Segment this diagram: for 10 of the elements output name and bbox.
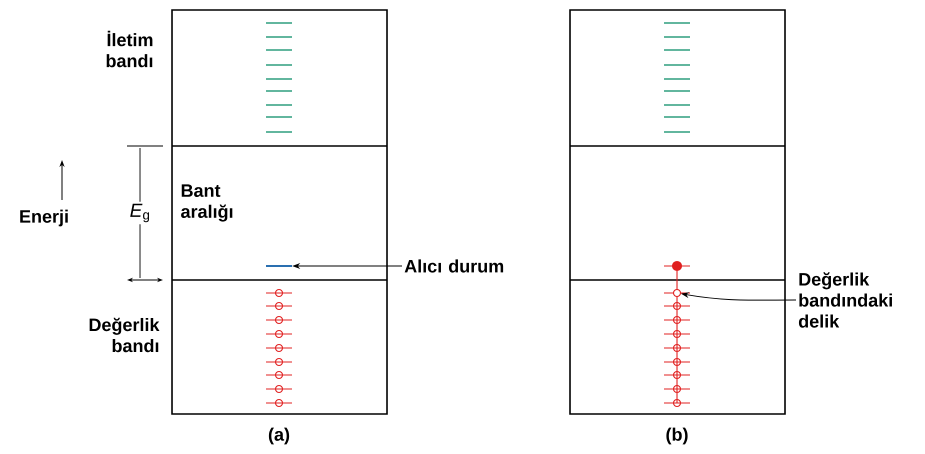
callout-text: Alıcı durum — [404, 259, 504, 273]
hole-circle — [672, 288, 682, 298]
text-label: (a) — [268, 428, 290, 444]
text-label: İletim bandı — [106, 30, 152, 68]
text-label: Bant aralığı — [181, 184, 232, 222]
text-label: E$_{g}$ — [128, 202, 152, 224]
text-label: Enerji — [20, 210, 68, 226]
text-label: (b) — [666, 428, 688, 444]
text-label: Değerlik bandı — [90, 318, 160, 352]
callout-text: Değerlik bandındaki delik — [798, 272, 892, 328]
